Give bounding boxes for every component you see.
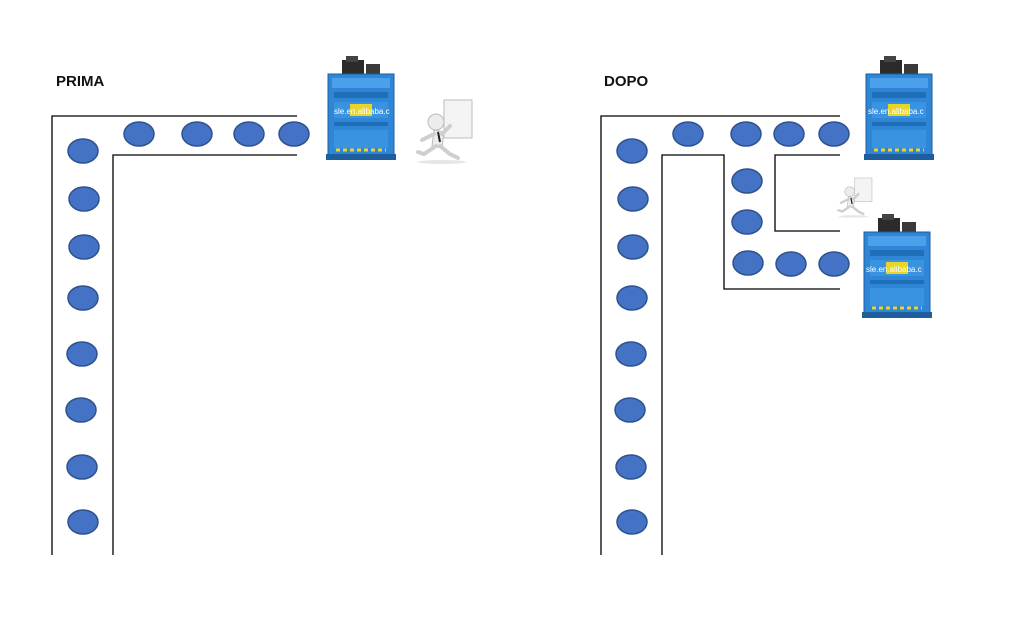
dopo-conveyor-branch-line xyxy=(774,154,840,232)
item-ellipse xyxy=(181,121,213,147)
item-ellipse xyxy=(278,121,310,147)
item-ellipse xyxy=(123,121,155,147)
prima-conveyor xyxy=(51,115,297,555)
running-person-with-document-icon xyxy=(416,98,474,166)
dopo-items xyxy=(614,121,850,535)
baler-machine-icon: sle.en.alibaba.c xyxy=(324,54,398,162)
item-ellipse xyxy=(616,285,648,311)
item-ellipse xyxy=(617,234,649,260)
item-ellipse xyxy=(67,285,99,311)
item-ellipse xyxy=(616,509,648,535)
machine-watermark: sle.en.alibaba.c xyxy=(868,107,924,116)
dopo-conveyor xyxy=(600,115,840,555)
item-ellipse xyxy=(68,186,100,212)
prima-conveyor-outer-line xyxy=(51,115,297,555)
item-ellipse xyxy=(730,121,762,147)
item-ellipse xyxy=(67,138,99,164)
item-ellipse xyxy=(614,397,646,423)
dopo-title: DOPO xyxy=(604,73,649,90)
prima-conveyor-inner-line xyxy=(112,154,297,555)
item-ellipse xyxy=(68,234,100,260)
running-person-with-document-icon xyxy=(837,176,874,219)
item-ellipse xyxy=(615,454,647,480)
item-ellipse xyxy=(775,251,807,277)
dopo-conveyor-inner-line xyxy=(661,154,840,555)
item-ellipse xyxy=(818,251,850,277)
item-ellipse xyxy=(672,121,704,147)
prima-title: PRIMA xyxy=(56,73,105,90)
item-ellipse xyxy=(67,509,99,535)
item-ellipse xyxy=(732,250,764,276)
baler-machine-icon: sle.en.alibaba.c xyxy=(862,54,936,162)
item-ellipse xyxy=(66,341,98,367)
item-ellipse xyxy=(233,121,265,147)
prima-items xyxy=(65,121,310,535)
item-ellipse xyxy=(731,209,763,235)
item-ellipse xyxy=(818,121,850,147)
machine-watermark: sle.en.alibaba.c xyxy=(866,265,922,274)
machine-watermark: sle.en.alibaba.c xyxy=(334,107,390,116)
item-ellipse xyxy=(773,121,805,147)
item-ellipse xyxy=(616,138,648,164)
item-ellipse xyxy=(65,397,97,423)
item-ellipse xyxy=(731,168,763,194)
dopo-conveyor-outer-line xyxy=(600,115,840,555)
item-ellipse xyxy=(617,186,649,212)
item-ellipse xyxy=(66,454,98,480)
item-ellipse xyxy=(615,341,647,367)
baler-machine-icon: sle.en.alibaba.c xyxy=(860,212,934,320)
